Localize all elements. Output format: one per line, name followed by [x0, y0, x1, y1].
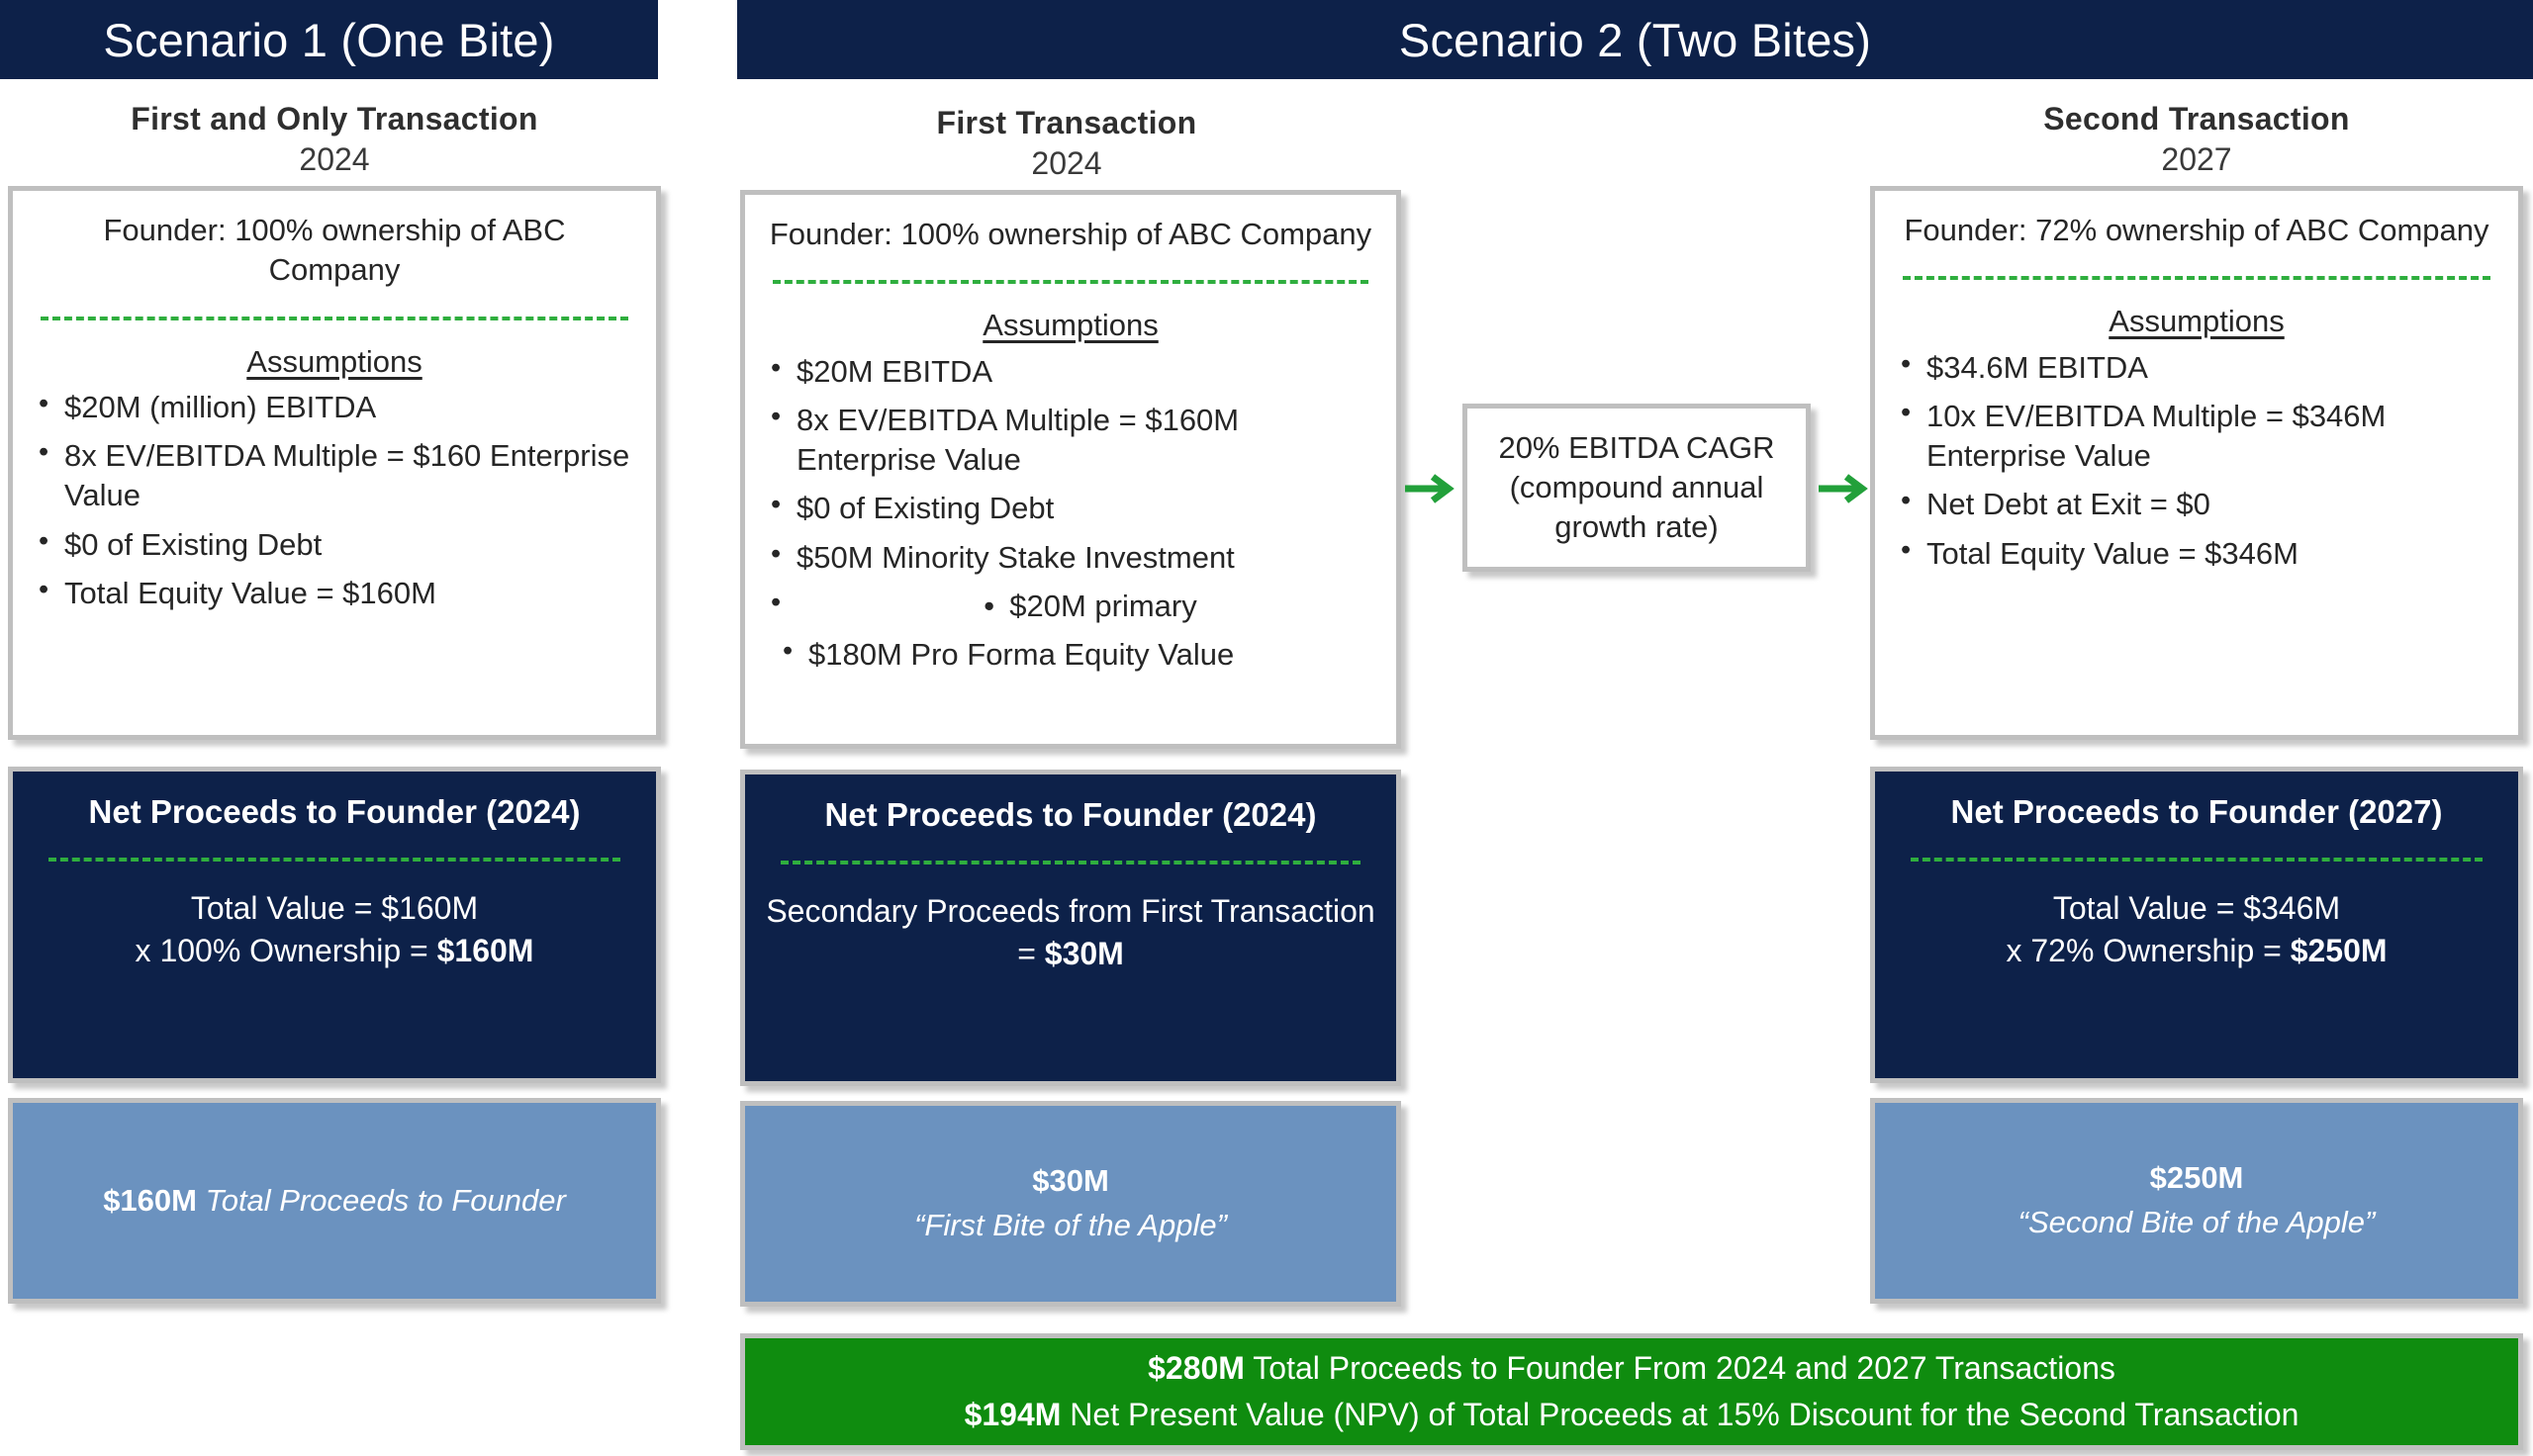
total-proceeds-caption-2: “First Bite of the Apple”: [914, 1208, 1227, 1242]
list-item: Total Equity Value = $346M: [1893, 532, 2500, 574]
assumptions-label-3: Assumptions: [2109, 304, 2285, 339]
list-item: 8x EV/EBITDA Multiple = $160M Enterprise…: [763, 399, 1378, 481]
list-item: Total Equity Value = $160M: [31, 572, 638, 613]
dashed-divider-icon: [773, 280, 1368, 285]
assumptions-list-3: $34.6M EBITDA 10x EV/EBITDA Multiple = $…: [1893, 346, 2500, 574]
summary-line-2-text: Net Present Value (NPV) of Total Proceed…: [1061, 1397, 2299, 1432]
sub-list-item-text: $20M primary: [978, 589, 1197, 623]
net-proceeds-line-1b: x 100% Ownership = $160M: [33, 930, 636, 972]
arrow-right-icon: [1817, 469, 1876, 513]
summary-line-1-text: Total Proceeds to Founder From 2024 and …: [1244, 1350, 2115, 1387]
total-proceeds-amount-1: $160M: [103, 1182, 197, 1218]
total-proceeds-inline-1: $160M Total Proceeds to Founder: [103, 1179, 566, 1224]
net-proceeds-line-2a-prefix: Secondary Proceeds from First Transactio…: [766, 892, 1375, 971]
net-proceeds-title-3: Net Proceeds to Founder (2027): [1950, 793, 2443, 830]
list-item: 10x EV/EBITDA Multiple = $346M Enterpris…: [1893, 395, 2500, 477]
column-3-year: 2027: [2161, 140, 2232, 177]
assumptions-label-1: Assumptions: [246, 343, 422, 379]
ownership-statement-2: Founder: 100% ownership of ABC Company: [769, 217, 1372, 251]
total-proceeds-caption-1: Total Proceeds to Founder: [205, 1182, 566, 1218]
summary-line-2: $194M Net Present Value (NPV) of Total P…: [965, 1392, 2299, 1438]
list-item: $50M Minority Stake Investment: [763, 536, 1378, 578]
dashed-divider-icon: [48, 857, 620, 862]
column-3-title: Second Transaction 2027: [1870, 99, 2523, 180]
arrow-right-icon: [1403, 469, 1462, 513]
summary-bar: $280M Total Proceeds to Founder From 202…: [740, 1333, 2523, 1450]
assumptions-list-1: $20M (million) EBITDA 8x EV/EBITDA Multi…: [31, 386, 638, 613]
list-item: $20M EBITDA: [763, 350, 1378, 392]
ownership-statement-3: Founder: 72% ownership of ABC Company: [1904, 213, 2489, 247]
sub-list-item: $20M primary: [763, 585, 1378, 626]
net-proceeds-box-column-1: Net Proceeds to Founder (2024) Total Val…: [8, 767, 661, 1083]
dashed-divider-icon: [41, 316, 628, 320]
total-proceeds-box-column-2: $30M “First Bite of the Apple”: [740, 1101, 1401, 1307]
scenario-1-header: Scenario 1 (One Bite): [0, 0, 658, 79]
assumptions-box-column-3: Founder: 72% ownership of ABC Company As…: [1870, 186, 2523, 740]
list-item: $0 of Existing Debt: [31, 523, 638, 565]
net-proceeds-line-2a-value: $30M: [1044, 935, 1124, 971]
assumptions-label-2: Assumptions: [983, 308, 1159, 343]
total-proceeds-caption-3: “Second Bite of the Apple”: [2017, 1205, 2376, 1239]
dashed-divider-icon: [781, 860, 1360, 864]
list-item: $34.6M EBITDA: [1893, 346, 2500, 388]
net-proceeds-line-3b-prefix: x 72% Ownership =: [2006, 932, 2291, 968]
column-2-year: 2024: [1031, 144, 1102, 181]
list-item: $180M Pro Forma Equity Value: [763, 633, 1378, 675]
net-proceeds-line-2a: Secondary Proceeds from First Transactio…: [765, 890, 1376, 975]
column-2-title: First Transaction 2024: [740, 103, 1393, 184]
assumptions-list-2: $20M EBITDA 8x EV/EBITDA Multiple = $160…: [763, 350, 1378, 676]
total-proceeds-amount-2: $30M: [1032, 1163, 1109, 1199]
net-proceeds-line-3b: x 72% Ownership = $250M: [1895, 930, 2498, 972]
dashed-divider-icon: [1911, 857, 2483, 862]
dashed-divider-icon: [1903, 276, 2490, 281]
cagr-box: 20% EBITDA CAGR (compound annual growth …: [1462, 404, 1811, 572]
assumptions-box-column-2: Founder: 100% ownership of ABC Company A…: [740, 190, 1401, 749]
net-proceeds-box-column-2: Net Proceeds to Founder (2024) Secondary…: [740, 770, 1401, 1086]
column-1-year: 2024: [299, 140, 370, 177]
total-proceeds-amount-3: $250M: [2149, 1160, 2244, 1196]
list-item: $0 of Existing Debt: [763, 487, 1378, 528]
net-proceeds-line-3a: Total Value = $346M: [2052, 889, 2341, 926]
list-item: 8x EV/EBITDA Multiple = $160 Enterprise …: [31, 434, 638, 516]
column-2-title-text: First Transaction: [936, 105, 1197, 140]
net-proceeds-line-1a: Total Value = $160M: [190, 889, 479, 926]
total-proceeds-box-column-3: $250M “Second Bite of the Apple”: [1870, 1098, 2523, 1304]
column-3-title-text: Second Transaction: [2043, 101, 2350, 136]
list-item: Net Debt at Exit = $0: [1893, 483, 2500, 524]
net-proceeds-line-1b-prefix: x 100% Ownership =: [135, 932, 437, 968]
summary-line-1: $280M Total Proceeds to Founder From 202…: [1148, 1345, 2115, 1392]
total-proceeds-box-column-1: $160M Total Proceeds to Founder: [8, 1098, 661, 1304]
list-item: $20M (million) EBITDA: [31, 386, 638, 427]
summary-line-2-value: $194M: [964, 1397, 1062, 1432]
cagr-text: 20% EBITDA CAGR (compound annual growth …: [1498, 429, 1775, 545]
scenario-2-header: Scenario 2 (Two Bites): [737, 0, 2533, 79]
ownership-statement-1: Founder: 100% ownership of ABC Company: [103, 213, 566, 288]
summary-line-1-value: $280M: [1148, 1350, 1245, 1387]
net-proceeds-title-1: Net Proceeds to Founder (2024): [88, 793, 581, 830]
assumptions-box-column-1: Founder: 100% ownership of ABC Company A…: [8, 186, 661, 740]
net-proceeds-title-2: Net Proceeds to Founder (2024): [824, 796, 1317, 833]
net-proceeds-line-1b-value: $160M: [436, 932, 534, 968]
net-proceeds-box-column-3: Net Proceeds to Founder (2027) Total Val…: [1870, 767, 2523, 1083]
column-1-title: First and Only Transaction 2024: [8, 99, 661, 180]
net-proceeds-line-3b-value: $250M: [2290, 932, 2388, 968]
column-1-title-text: First and Only Transaction: [131, 101, 538, 136]
